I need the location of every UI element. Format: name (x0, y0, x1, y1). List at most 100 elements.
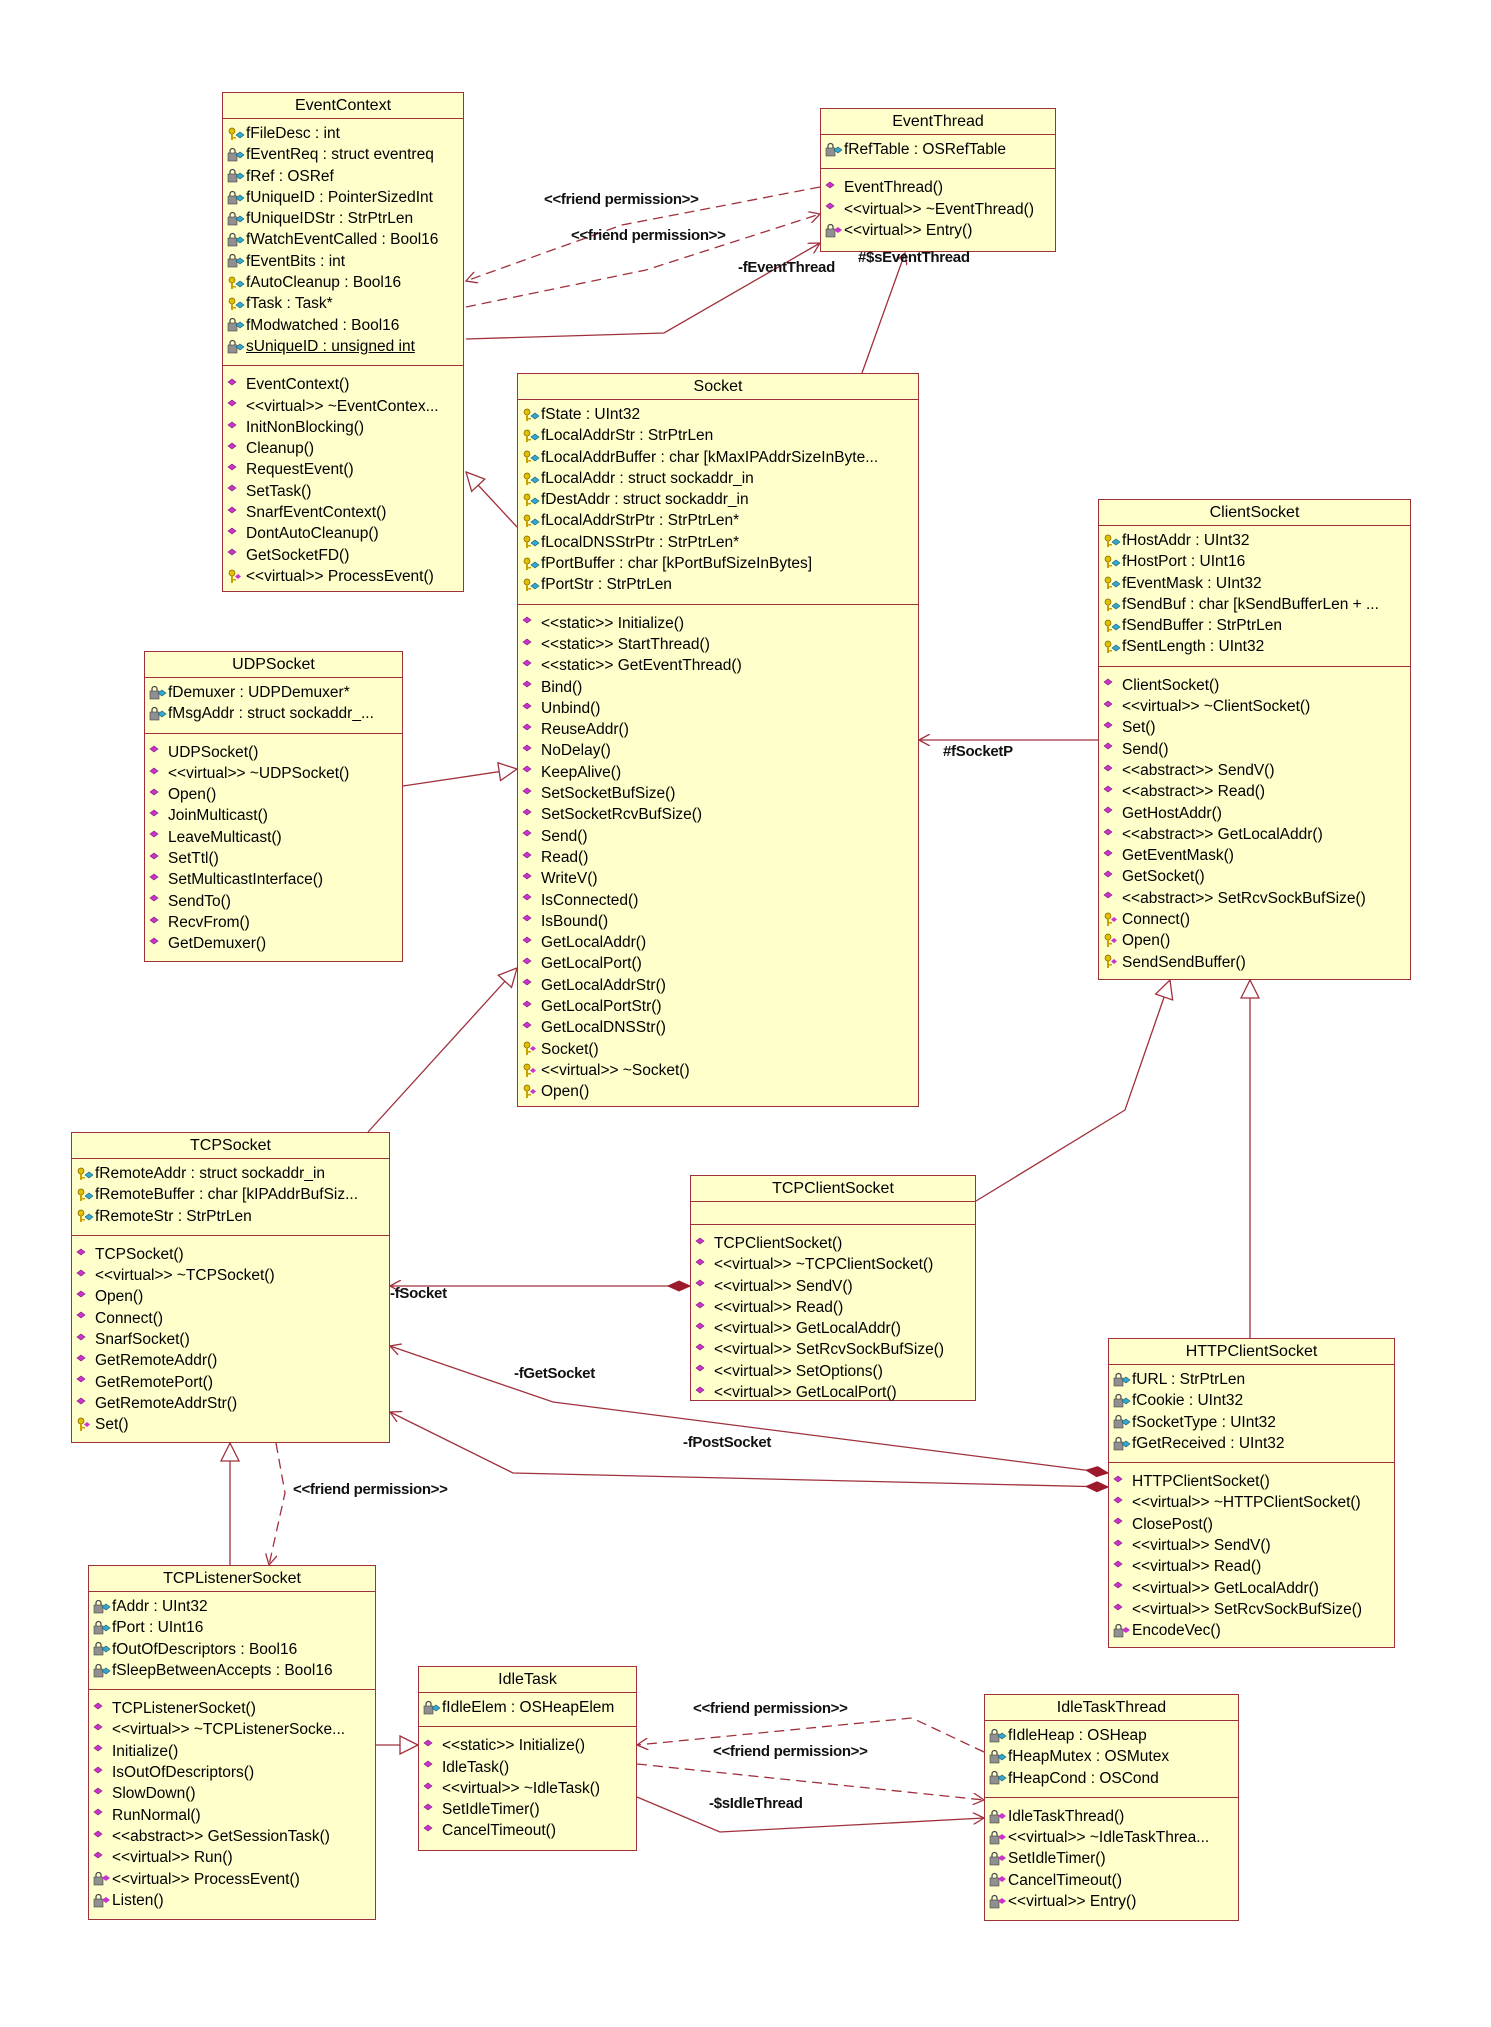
protected-attribute-icon (522, 449, 540, 465)
operation-text: NoDelay() (541, 742, 611, 760)
operation-geteventmask: GetEventMask() (1103, 845, 1406, 866)
public-method-icon (423, 1802, 441, 1818)
attribute-text: fModwatched : Bool16 (246, 316, 400, 334)
relationship-label: #fSocketP (943, 743, 1013, 760)
relationship-label: <<friend permission>> (693, 1700, 848, 1717)
public-method-icon (76, 1289, 94, 1305)
public-method-icon (522, 679, 540, 695)
operation-isoutofdescriptors: IsOutOfDescriptors() (93, 1762, 371, 1783)
operation-getlocalport: <<virtual>> GetLocalPort() (695, 1382, 971, 1403)
protected-member-icon (522, 1063, 540, 1079)
operation-text: SetSocketBufSize() (541, 785, 676, 803)
operation-entry: <<virtual>> Entry() (989, 1891, 1234, 1912)
operation-initnonblocking: InitNonBlocking() (227, 417, 459, 438)
attribute-text: fCookie : UInt32 (1132, 1392, 1244, 1410)
attribute-fremotebuffer-char-kipaddrbufsiz: fRemoteBuffer : char [kIPAddrBufSiz... (76, 1184, 385, 1205)
public-method-icon (93, 1807, 111, 1823)
class-name: ClientSocket (1099, 500, 1410, 526)
operation-text: HTTPClientSocket() (1132, 1473, 1270, 1491)
operation-text: SnarfEventContext() (246, 504, 387, 522)
operation-text: <<virtual>> ~IdleTaskThrea... (1008, 1829, 1210, 1847)
private-attribute-icon (1113, 1393, 1131, 1409)
operations-compartment: EventThread()<<virtual>> ~EventThread()<… (821, 169, 1055, 245)
attribute-text: fPortBuffer : char [kPortBufSizeInBytes] (541, 555, 813, 573)
public-method-icon (227, 377, 245, 393)
operation-text: RecvFrom() (168, 913, 250, 931)
relationship-label: -fPostSocket (683, 1434, 772, 1451)
public-method-icon (93, 1786, 111, 1802)
operation-text: Open() (168, 786, 217, 804)
operation-open: Open() (76, 1286, 385, 1307)
relationship-label: <<friend permission>> (544, 191, 699, 208)
operation-text: <<virtual>> ~IdleTask() (442, 1779, 601, 1797)
attribute-fhostaddr-uint32: fHostAddr : UInt32 (1103, 530, 1406, 551)
operation-text: Connect() (1122, 911, 1191, 929)
public-method-icon (522, 807, 540, 823)
attribute-text: fTask : Task* (246, 295, 333, 313)
operation-eventcontext: EventContext() (227, 374, 459, 395)
attribute-text: fHostAddr : UInt32 (1122, 532, 1250, 549)
operation-text: SetTask() (246, 482, 312, 500)
operation-text: Open() (95, 1288, 144, 1306)
public-method-icon (227, 547, 245, 563)
private-attribute-icon (1113, 1372, 1131, 1388)
private-method-icon (1113, 1623, 1131, 1639)
public-method-icon (522, 892, 540, 908)
attribute-text: fFileDesc : int (246, 125, 340, 142)
public-method-icon (149, 851, 167, 867)
operation-getlocaladdr: <<virtual>> GetLocalAddr() (1113, 1578, 1390, 1599)
public-method-icon (149, 893, 167, 909)
operation-canceltimeout: CancelTimeout() (989, 1870, 1234, 1891)
operation-text: <<virtual>> SetOptions() (714, 1362, 883, 1380)
operation-sendv: <<virtual>> SendV() (1113, 1535, 1390, 1556)
operation-text: GetLocalAddrStr() (541, 976, 666, 994)
operation-read: Read() (522, 847, 914, 868)
attribute-flocaladdr-struct-sockaddr-in: fLocalAddr : struct sockaddr_in (522, 468, 914, 489)
operation-text: Set() (95, 1416, 129, 1434)
attribute-fheapmutex-osmutex: fHeapMutex : OSMutex (989, 1746, 1234, 1767)
operation-text: GetHostAddr() (1122, 804, 1222, 822)
relationship-label: <<friend permission>> (571, 227, 726, 244)
attribute-text: fState : UInt32 (541, 406, 641, 423)
operation-text: <<virtual>> SendV() (1132, 1537, 1271, 1555)
public-method-icon (76, 1268, 94, 1284)
operation-reuseaddr: ReuseAddr() (522, 719, 914, 740)
operation-text: GetDemuxer() (168, 935, 267, 953)
operation-text: <<abstract>> GetLocalAddr() (1122, 825, 1323, 843)
operation-joinmulticast: JoinMulticast() (149, 805, 398, 826)
protected-attribute-icon (227, 296, 245, 312)
attribute-text: fIdleElem : OSHeapElem (442, 1699, 615, 1716)
operation-text: RequestEvent() (246, 461, 354, 479)
operation-text: Send() (1122, 740, 1169, 758)
operation-listen: Listen() (93, 1890, 371, 1911)
operation-text: <<virtual>> Entry() (1008, 1893, 1137, 1911)
operation-text: ClientSocket() (1122, 676, 1220, 694)
public-method-icon (522, 658, 540, 674)
public-method-icon (93, 1722, 111, 1738)
operation-getlocaladdr: GetLocalAddr() (522, 932, 914, 953)
operation-text: <<virtual>> ~ClientSocket() (1122, 698, 1311, 716)
attribute-funiqueid-pointersizedint: fUniqueID : PointerSizedInt (227, 187, 459, 208)
operation-snarfeventcontext: SnarfEventContext() (227, 502, 459, 523)
public-method-icon (1113, 1580, 1131, 1596)
operation-text: <<static>> GetEventThread() (541, 657, 742, 675)
operations-compartment: TCPListenerSocket()<<virtual>> ~TCPListe… (89, 1690, 375, 1915)
operation-text: IdleTask() (442, 1758, 510, 1776)
protected-attribute-icon (1103, 597, 1121, 613)
operation-text: Unbind() (541, 699, 601, 717)
protected-attribute-icon (522, 492, 540, 508)
protected-attribute-icon (1103, 575, 1121, 591)
operation-text: <<virtual>> GetLocalAddr() (1132, 1579, 1319, 1597)
